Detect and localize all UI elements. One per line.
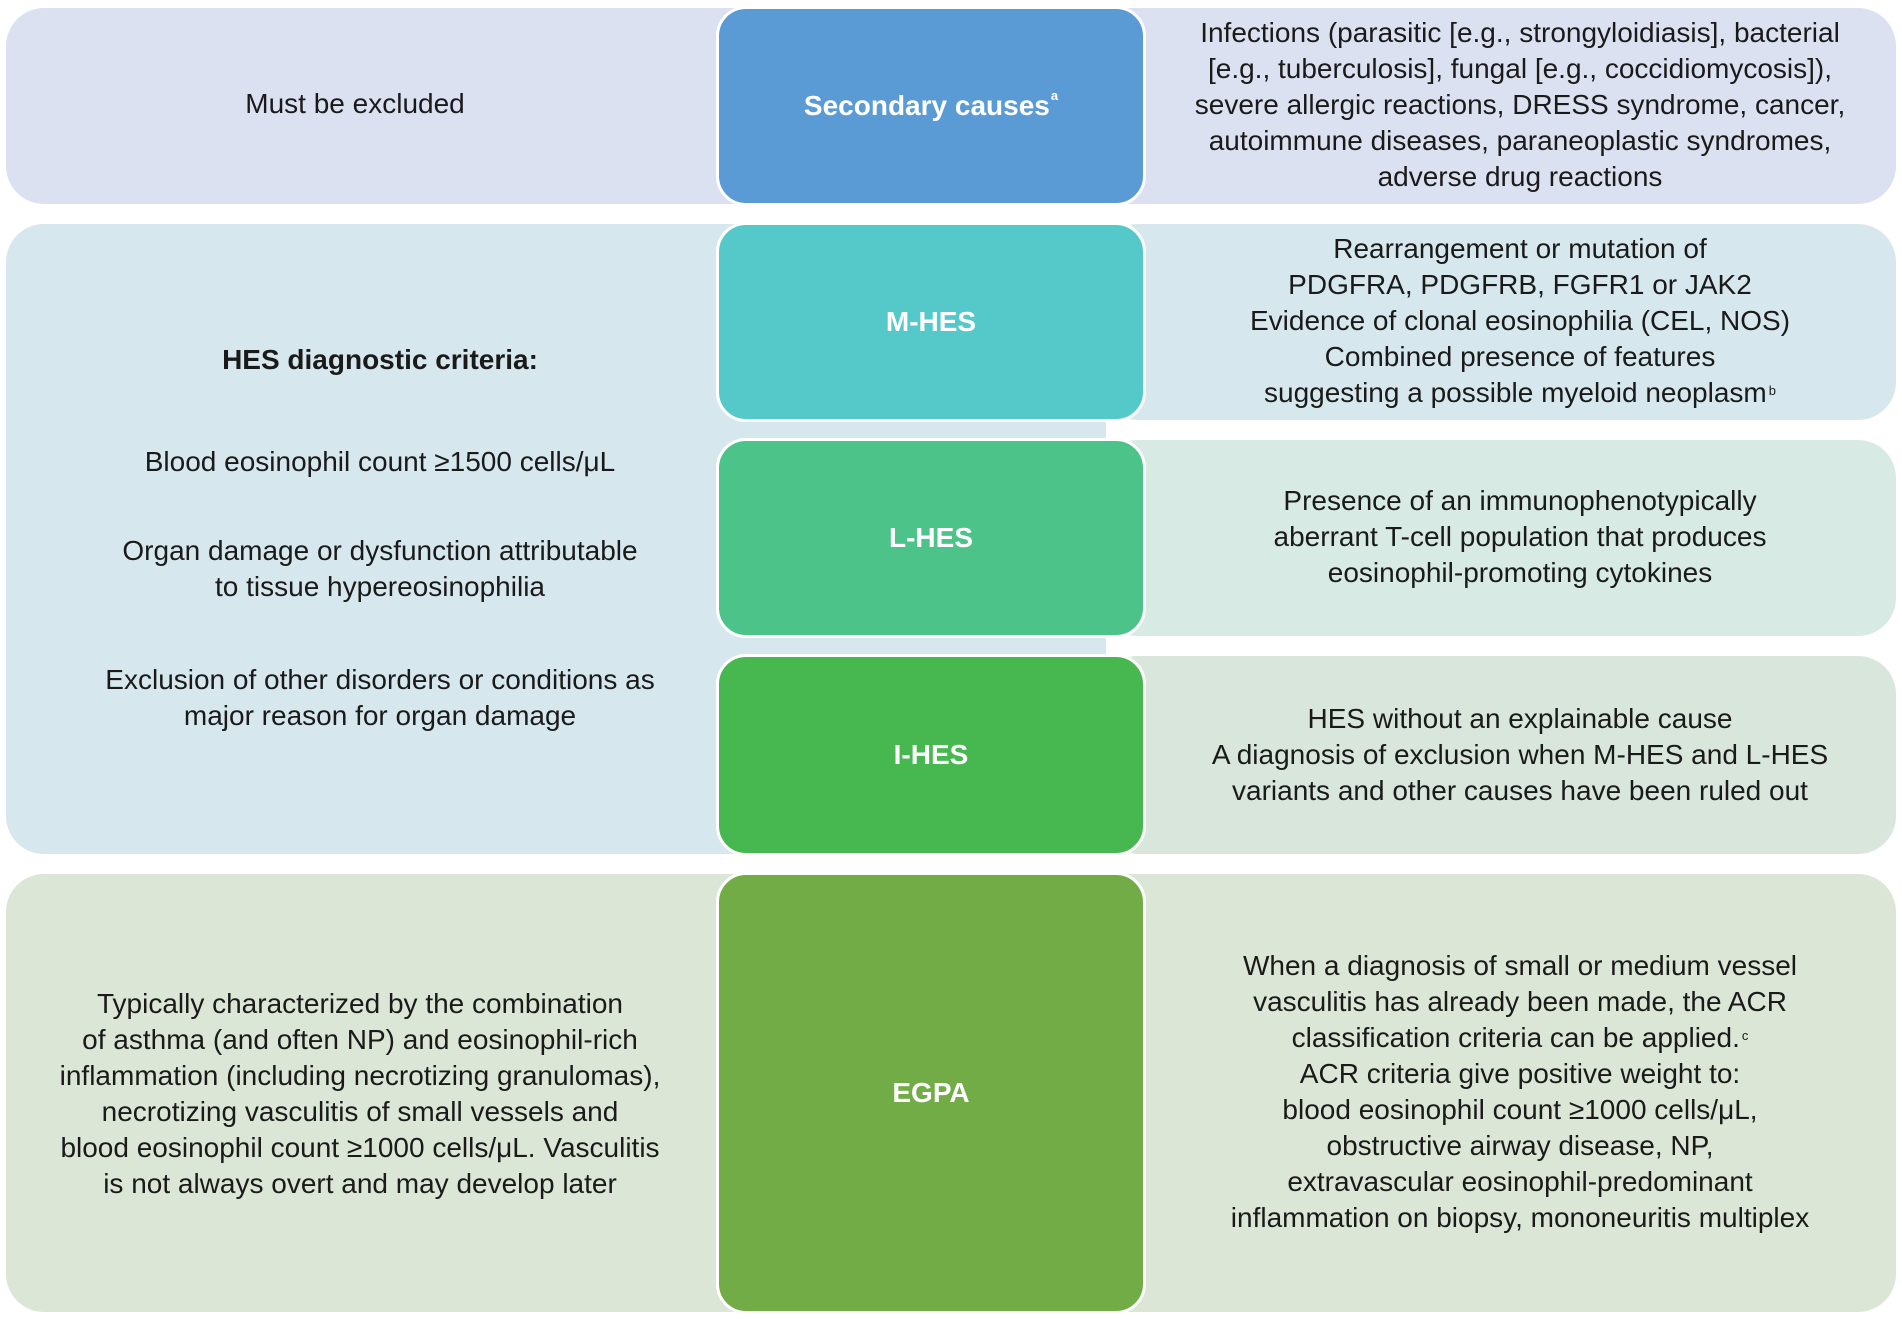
text-line: is not always overt and may develop late… (20, 1166, 700, 1202)
text-line-content: Organ damage or dysfunction attributable (122, 535, 638, 566)
text-line-content: eosinophil-promoting cytokines (1327, 557, 1713, 588)
ihes-right-band (1100, 656, 1896, 854)
footnote-marker: c (1741, 1028, 1749, 1043)
text-line: eosinophil-promoting cytokines (1328, 555, 1712, 591)
text-line-content: adverse drug reactions (1377, 161, 1663, 192)
text-line: severe allergic reactions, DRESS syndrom… (1195, 87, 1846, 123)
text-line: [e.g., tuberculosis], fungal [e.g., cocc… (1208, 51, 1832, 87)
text-line: adverse drug reactions (1378, 159, 1663, 195)
ihes-box: I-HES (716, 654, 1146, 856)
text-line: major reason for organ damage (40, 698, 720, 734)
egpa-left-text: Typically characterized by the combinati… (20, 986, 700, 1202)
text-line-content: PDGFRA, PDGFRB, FGFR1 or JAK2 (1288, 269, 1752, 300)
text-line-content: Exclusion of other disorders or conditio… (105, 664, 655, 695)
text-line: extravascular eosinophil-predominant (1287, 1164, 1752, 1200)
text-line: inflammation (including necrotizing gran… (20, 1058, 700, 1094)
hes-criterion-3: Exclusion of other disorders or conditio… (40, 662, 720, 734)
hes-criterion-2: Organ damage or dysfunction attributable… (40, 533, 720, 605)
footnote-marker: b (1768, 383, 1776, 398)
text-line-content: of asthma (and often NP) and eosinophil-… (82, 1024, 638, 1055)
hes-criteria-heading: HES diagnostic criteria: (222, 344, 538, 375)
text-line-content: [e.g., tuberculosis], fungal [e.g., cocc… (1207, 53, 1833, 84)
text-line: of asthma (and often NP) and eosinophil-… (20, 1022, 700, 1058)
text-line: blood eosinophil count ≥1000 cells/μL, (1282, 1092, 1757, 1128)
text-line: Exclusion of other disorders or conditio… (40, 662, 720, 698)
text-line-content: suggesting a possible myeloid neoplasm (1264, 377, 1767, 408)
text-line: Organ damage or dysfunction attributable (40, 533, 720, 569)
egpa-description: When a diagnosis of small or medium vess… (1150, 880, 1890, 1304)
text-line-content: necrotizing vasculitis of small vessels … (101, 1096, 619, 1127)
mhes-description: Rearrangement or mutation of PDGFRA, PDGF… (1150, 230, 1890, 412)
text-line: aberrant T-cell population that produces (1274, 519, 1767, 555)
secondary-causes-box: Secondary causesa (716, 6, 1146, 206)
text-line-content: severe allergic reactions, DRESS syndrom… (1194, 89, 1846, 120)
text-line-content: autoimmune diseases, paraneoplastic synd… (1208, 125, 1832, 156)
mhes-right-band (1100, 224, 1896, 420)
lhes-label: L-HES (889, 522, 973, 553)
text-line-content: Presence of an immunophenotypically (1283, 485, 1757, 516)
text-line: ACR criteria give positive weight to: (1300, 1056, 1740, 1092)
text-line-content: blood eosinophil count ≥1000 cells/μL, (1282, 1094, 1758, 1125)
text-line-content: When a diagnosis of small or medium vess… (1242, 950, 1797, 981)
text-line: When a diagnosis of small or medium vess… (1243, 948, 1797, 984)
text-line: Presence of an immunophenotypically (1283, 483, 1756, 519)
text-line-content: is not always overt and may develop late… (103, 1168, 617, 1199)
text-line-content: inflammation (including necrotizing gran… (59, 1060, 661, 1091)
lhes-description: Presence of an immunophenotypically aberr… (1150, 446, 1890, 628)
secondary-causes-label: Secondary causes (803, 90, 1050, 121)
secondary-causes-description: Infections (parasitic [e.g., strongyloid… (1150, 14, 1890, 196)
text-line-content: HES without an explainable cause (1307, 703, 1733, 734)
text-line-content: classification criteria can be applied. (1291, 1022, 1740, 1053)
text-line: obstructive airway disease, NP, (1327, 1128, 1714, 1164)
text-line-content: inflammation on biopsy, mononeuritis mul… (1230, 1202, 1810, 1233)
egpa-box: EGPA (716, 872, 1146, 1314)
egpa-label: EGPA (892, 1077, 970, 1108)
text-line-content: aberrant T-cell population that produces (1273, 521, 1767, 552)
text-line-content: Evidence of clonal eosinophilia (CEL, NO… (1249, 305, 1791, 336)
text-line: autoimmune diseases, paraneoplastic synd… (1209, 123, 1832, 159)
text-line: Blood eosinophil count ≥1500 cells/μL (40, 444, 720, 480)
text-line: Typically characterized by the combinati… (20, 986, 700, 1022)
text-line: necrotizing vasculitis of small vessels … (20, 1094, 700, 1130)
lhes-box: L-HES (716, 438, 1146, 638)
secondary-causes-footnote: a (1050, 88, 1059, 103)
text-line: inflammation on biopsy, mononeuritis mul… (1231, 1200, 1809, 1236)
text-line-content: major reason for organ damage (183, 700, 577, 731)
text-line: Evidence of clonal eosinophilia (CEL, NO… (1250, 303, 1790, 339)
text-line-content: vasculitis has already been made, the AC… (1253, 986, 1787, 1017)
hes-criterion-1: Blood eosinophil count ≥1500 cells/μL (40, 444, 720, 480)
text-line: variants and other causes have been rule… (1232, 773, 1808, 809)
text-line-content: Blood eosinophil count ≥1500 cells/μL (144, 446, 616, 477)
text-line: Infections (parasitic [e.g., strongyloid… (1200, 15, 1840, 51)
text-line-content: Rearrangement or mutation of (1333, 233, 1707, 264)
text-line: A diagnosis of exclusion when M-HES and … (1212, 737, 1828, 773)
text-line-content: A diagnosis of exclusion when M-HES and … (1211, 739, 1829, 770)
ihes-description: HES without an explainable cause A diagno… (1150, 664, 1890, 846)
ihes-label: I-HES (893, 739, 969, 770)
text-line-content: Typically characterized by the combinati… (96, 988, 624, 1019)
text-line: Rearrangement or mutation of (1333, 231, 1707, 267)
secondary-left-text: Must be excluded (245, 88, 465, 119)
text-line-content: ACR criteria give positive weight to: (1299, 1058, 1741, 1089)
text-line-content: to tissue hypereosinophilia (215, 571, 545, 602)
text-line: HES without an explainable cause (1308, 701, 1733, 737)
text-line-content: Infections (parasitic [e.g., strongyloid… (1200, 17, 1840, 48)
text-line-content: obstructive airway disease, NP, (1326, 1130, 1714, 1161)
text-line-content: extravascular eosinophil-predominant (1287, 1166, 1753, 1197)
text-line: Combined presence of features (1325, 339, 1716, 375)
text-line: blood eosinophil count ≥1000 cells/μL. V… (20, 1130, 700, 1166)
text-line: to tissue hypereosinophilia (40, 569, 720, 605)
mhes-label: M-HES (885, 306, 977, 337)
text-line: vasculitis has already been made, the AC… (1253, 984, 1787, 1020)
text-line-content: blood eosinophil count ≥1000 cells/μL. V… (60, 1132, 660, 1163)
mhes-box: M-HES (716, 222, 1146, 422)
text-line: classification criteria can be applied.c (1292, 1020, 1749, 1056)
text-line-content: Combined presence of features (1324, 341, 1716, 372)
text-line: PDGFRA, PDGFRB, FGFR1 or JAK2 (1288, 267, 1752, 303)
text-line-content: variants and other causes have been rule… (1232, 775, 1808, 806)
lhes-right-band (1100, 440, 1896, 636)
